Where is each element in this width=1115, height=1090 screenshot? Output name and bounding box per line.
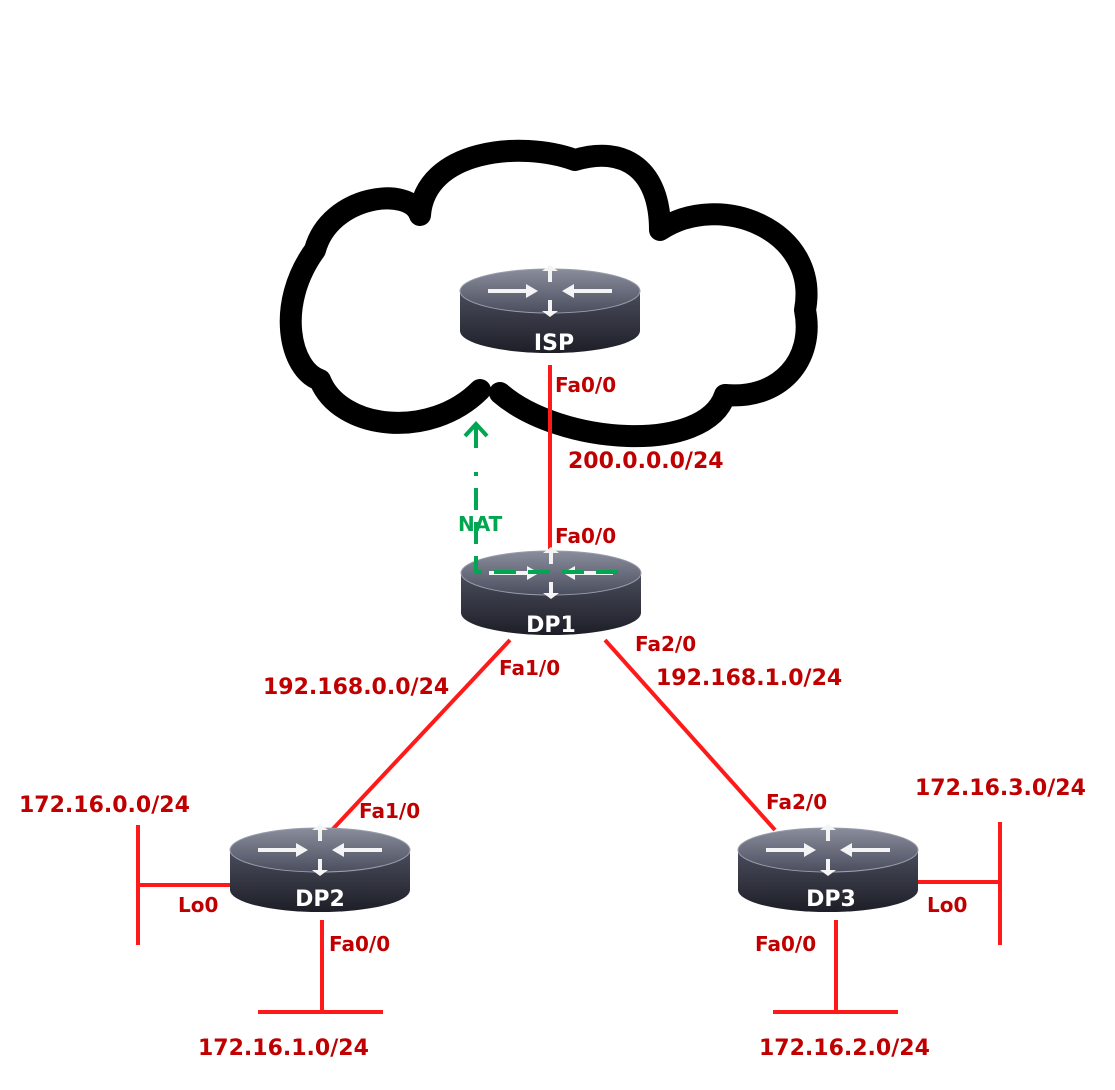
router-dp3-label: DP3 [806, 887, 856, 912]
net-dp2-lan: 172.16.1.0/24 [198, 1036, 369, 1061]
net-dp2-lo0: 172.16.0.0/24 [19, 793, 190, 818]
router-isp-label: ISP [534, 331, 574, 356]
net-dp3-lo0: 172.16.3.0/24 [915, 776, 1086, 801]
dp2-fa10-label: Fa1/0 [359, 799, 420, 823]
labels: NAT Fa0/0 Fa0/0 Fa1/0 Fa2/0 Fa1/0 Lo0 Fa… [19, 373, 1086, 1061]
router-dp2-label: DP2 [295, 887, 345, 912]
router-isp: ISP [459, 264, 641, 356]
router-dp1-label: DP1 [526, 613, 576, 638]
net-dp1-dp2: 192.168.0.0/24 [263, 675, 449, 700]
dp1-fa00-label: Fa0/0 [555, 524, 616, 548]
dp1-fa10-label: Fa1/0 [499, 656, 560, 680]
dp2-fa00-label: Fa0/0 [329, 932, 390, 956]
net-dp3-lan: 172.16.2.0/24 [759, 1036, 930, 1061]
router-dp3: DP3 [737, 823, 919, 913]
dp1-fa20-label: Fa2/0 [635, 632, 696, 656]
isp-cloud [279, 139, 818, 448]
nat-path [474, 472, 618, 574]
router-dp1: DP1 [460, 546, 642, 638]
net-isp-dp1: 200.0.0.0/24 [568, 449, 724, 474]
dp3-fa00-label: Fa0/0 [755, 932, 816, 956]
router-dp2: DP2 [229, 823, 411, 913]
link-dp1-dp3 [603, 638, 777, 832]
nat-label: NAT [458, 512, 503, 536]
dp3-fa20-label: Fa2/0 [766, 790, 827, 814]
links [136, 365, 1002, 1014]
dp3-lo0-label: Lo0 [927, 893, 967, 917]
nat-arrow-icon [463, 421, 489, 438]
link-dp1-dp2 [330, 638, 512, 832]
isp-fa00-label: Fa0/0 [555, 373, 616, 397]
net-dp1-dp3: 192.168.1.0/24 [656, 666, 842, 691]
dp2-lo0-label: Lo0 [178, 893, 218, 917]
